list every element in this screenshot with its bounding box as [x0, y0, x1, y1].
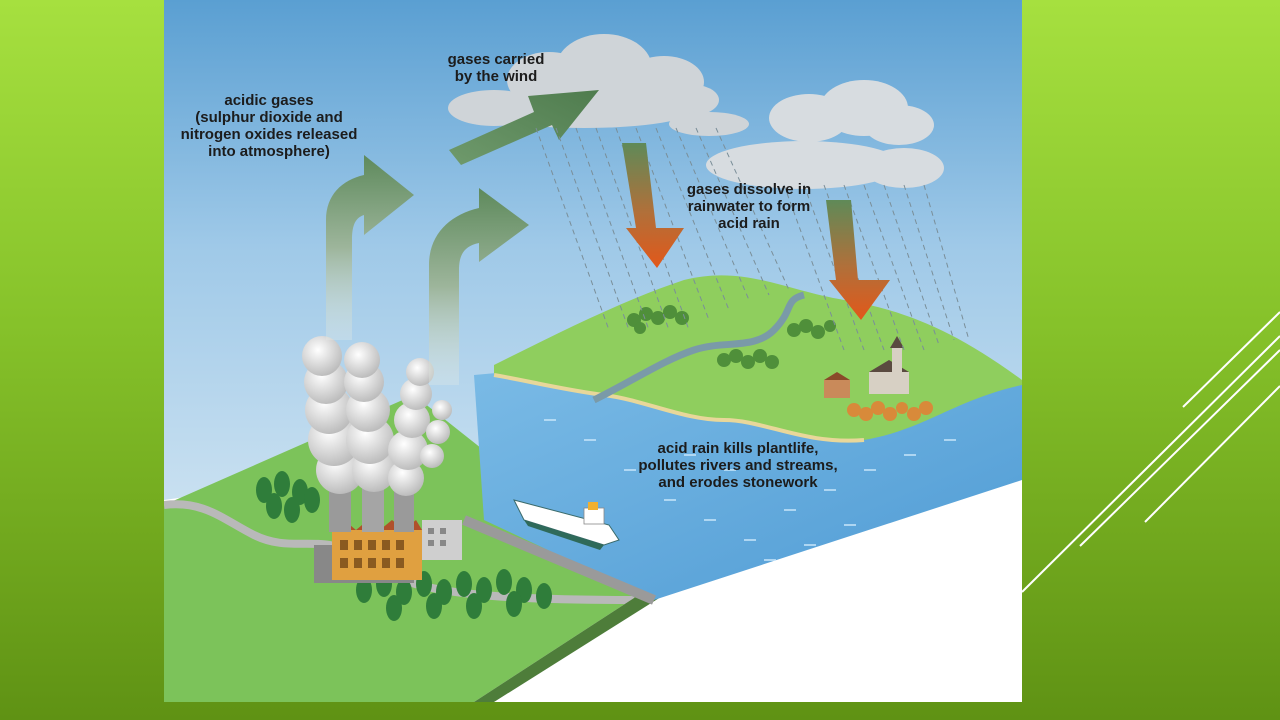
acid-rain-arrow-left	[622, 143, 684, 268]
cloud-right	[706, 80, 944, 189]
shore-road	[462, 515, 656, 605]
deco-line-long	[1021, 335, 1280, 593]
label-gases-carried: gases carried by the wind	[447, 51, 545, 85]
rain-lines	[535, 127, 970, 351]
ship	[513, 499, 620, 550]
autumn-trees	[847, 401, 933, 421]
rising-gas-arrow-right	[429, 188, 529, 385]
acid-rain-arrow-right	[826, 200, 890, 320]
diagram-illustration	[164, 0, 1022, 702]
deco-line-top	[1182, 311, 1280, 408]
forest-trees	[256, 471, 552, 621]
acid-rain-diagram: acidic gases (sulphur dioxide and nitrog…	[164, 0, 1022, 702]
left-land-edge	[474, 585, 664, 702]
stream	[592, 291, 806, 404]
shoreline	[493, 373, 865, 443]
label-gases-dissolve: gases dissolve in rainwater to form acid…	[686, 181, 812, 232]
wind-arrow	[449, 90, 599, 165]
hill-trees	[627, 305, 836, 369]
label-acid-rain-kills: acid rain kills plantlife, pollutes rive…	[638, 440, 838, 491]
deco-line-short	[1144, 385, 1280, 523]
label-acidic-gases: acidic gases (sulphur dioxide and nitrog…	[180, 92, 358, 160]
smoke-plumes	[302, 336, 452, 496]
rising-gas-arrow-left	[326, 155, 414, 340]
cloud-left	[448, 34, 749, 136]
deco-line-mid	[1079, 349, 1280, 547]
water-ripples	[544, 394, 956, 561]
village-church	[824, 336, 909, 398]
